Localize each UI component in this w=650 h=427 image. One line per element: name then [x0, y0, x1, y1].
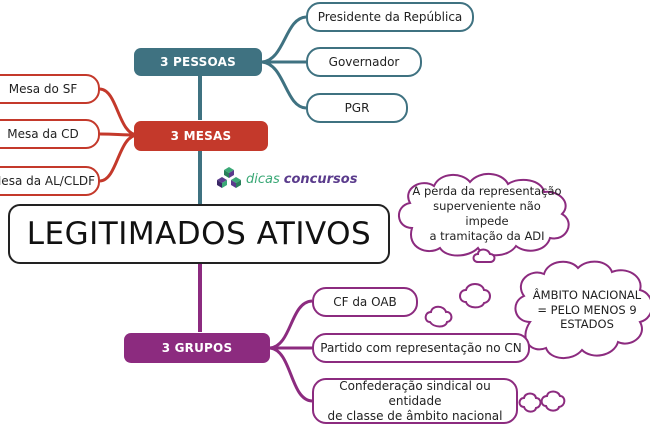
item-confederacao-line-1: Confederação sindical ou entidade — [339, 378, 491, 408]
item-mesa-cd: Mesa da CD — [0, 119, 100, 149]
note-ambito-line-3: ESTADOS — [560, 317, 614, 332]
item-mesa-sf: Mesa do SF — [0, 74, 100, 104]
item-mesa-al-cldf: Mesa da AL/CLDF — [0, 166, 100, 196]
note-ambito-line-2: = PELO MENOS 9 — [537, 302, 637, 317]
note-perda-line-2: superveniente não impede — [433, 199, 541, 228]
item-governador: Governador — [306, 47, 422, 77]
connector-pessoas-3 — [261, 60, 307, 110]
connector-mesas-3 — [99, 133, 139, 183]
logo-text-dicas: dicas — [246, 171, 280, 187]
dicas-concursos-logo: dicas concursos — [216, 165, 357, 193]
connector-grupos-1 — [269, 299, 313, 350]
category-mesas: 3 MESAS — [134, 121, 268, 151]
connector-mesas-1 — [99, 87, 139, 137]
main-title: LEGITIMADOS ATIVOS — [8, 204, 390, 264]
cloud-note-ambito — [514, 260, 650, 359]
note-perda-text: A perda da representação superveniente n… — [412, 184, 562, 243]
thought-bubbles-ambito — [424, 283, 491, 328]
thought-bubbles-confederacao — [518, 390, 566, 413]
category-grupos: 3 GRUPOS — [124, 333, 270, 363]
item-cf-oab: CF da OAB — [312, 287, 418, 317]
note-ambito-line-1: ÂMBITO NACIONAL — [532, 287, 642, 302]
item-presidente: Presidente da República — [306, 2, 474, 32]
logo-text-concursos: concursos — [283, 171, 358, 187]
connector-grupos-3 — [269, 346, 313, 403]
note-perda-line-3: a tramitação da ADI — [429, 228, 545, 243]
category-pessoas: 3 PESSOAS — [134, 48, 262, 76]
note-ambito-text: ÂMBITO NACIONAL = PELO MENOS 9 ESTADOS — [524, 280, 650, 340]
item-pgr: PGR — [306, 93, 408, 123]
item-confederacao-line-2: de classe de âmbito nacional — [327, 408, 503, 423]
note-perda-line-1: A perda da representação — [412, 184, 562, 199]
item-confederacao: Confederação sindical ou entidade de cla… — [312, 378, 518, 424]
cube-cluster-icon — [217, 167, 241, 188]
connector-pessoas-1 — [261, 15, 307, 64]
item-partido: Partido com representação no CN — [312, 333, 530, 363]
cloud-note-perda — [398, 173, 570, 263]
